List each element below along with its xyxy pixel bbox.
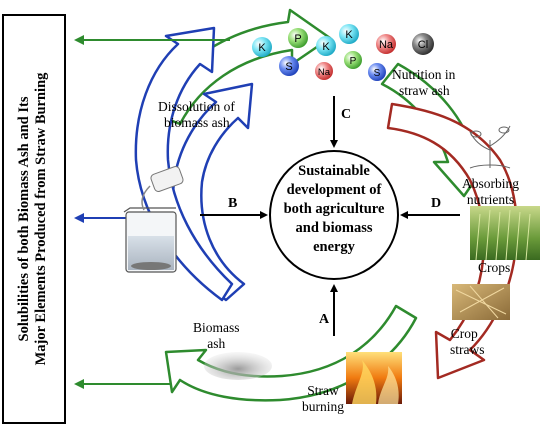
element-sphere-s-2 — [368, 63, 386, 81]
element-symbol: S — [285, 61, 292, 73]
center-circle — [269, 150, 399, 280]
element-sphere-k-1 — [252, 37, 272, 57]
element-symbol: K — [345, 29, 353, 41]
element-sphere-p-2 — [344, 51, 362, 69]
biomass-ash-label-line-1: Biomass — [193, 320, 240, 335]
crop-straws-label-line-1: Crop — [450, 326, 478, 341]
arrow-label-a: A — [319, 312, 330, 327]
straw-burning-label: Straw burning — [302, 383, 344, 415]
crop-straws-illustration — [452, 284, 510, 320]
straw-burning-label-line-1: Straw — [307, 383, 339, 398]
dissolution-label: Dissolution of biomass ash — [158, 99, 235, 131]
arrow-label-b: B — [228, 196, 238, 211]
element-sphere-s-1 — [279, 56, 299, 76]
biomass-ash-label-line-2: ash — [207, 336, 226, 351]
arrow-label-d: D — [431, 196, 442, 211]
beaker-illustration — [123, 207, 177, 273]
wash-bottle-illustration — [141, 166, 184, 211]
side-title-box — [2, 14, 66, 424]
biomass-ash-label: Biomass ash — [193, 320, 240, 352]
element-symbol: K — [258, 42, 266, 54]
element-symbols: K P K K Na Cl S Na P S — [258, 29, 428, 79]
center-line-1: Sustainable — [298, 163, 370, 179]
crop-straws-label-line-2: straws — [450, 342, 485, 357]
element-spheres — [252, 24, 434, 81]
ash-pile-illustration — [204, 352, 272, 380]
center-line-5: energy — [313, 239, 355, 255]
crop-straws-label: Crop straws — [444, 326, 485, 358]
element-sphere-cl — [412, 33, 434, 55]
crops-label: Crops — [478, 260, 511, 275]
dissolution-label-line-1: Dissolution of — [158, 99, 235, 114]
element-sphere-na-2 — [315, 62, 333, 80]
element-sphere-na-1 — [376, 34, 396, 54]
element-symbol: Na — [379, 39, 394, 51]
center-line-3: both agriculture — [283, 201, 385, 217]
absorbing-label-line-2: nutrients — [466, 192, 515, 207]
center-line-2: development of — [286, 182, 382, 198]
arrow-label-c: C — [341, 107, 352, 122]
absorbing-label: Absorbing nutrients — [462, 176, 519, 208]
element-sphere-p-1 — [288, 28, 308, 48]
element-symbol: Cl — [418, 39, 428, 51]
plant-sketch-illustration — [469, 125, 511, 169]
dissolution-label-line-2: biomass ash — [164, 115, 230, 130]
element-symbol: Na — [318, 67, 331, 78]
crops-illustration — [470, 206, 540, 261]
element-sphere-k-3 — [339, 24, 359, 44]
nutrition-label-line-2: straw ash — [399, 83, 450, 98]
nutrition-label: Nutrition in straw ash — [392, 67, 455, 99]
center-line-4: and biomass — [295, 220, 373, 236]
element-symbol: S — [374, 68, 381, 79]
element-sphere-k-2 — [316, 36, 336, 56]
element-symbol: K — [322, 41, 330, 53]
straw-burning-label-line-2: burning — [302, 399, 344, 414]
absorbing-label-line-1: Absorbing — [462, 176, 519, 191]
nutrition-label-line-1: Nutrition in — [392, 67, 456, 82]
straw-fire-illustration — [346, 352, 402, 404]
element-symbol: P — [350, 56, 357, 67]
center-title: Sustainable development of both agricult… — [269, 162, 399, 257]
element-symbol: P — [294, 33, 301, 45]
